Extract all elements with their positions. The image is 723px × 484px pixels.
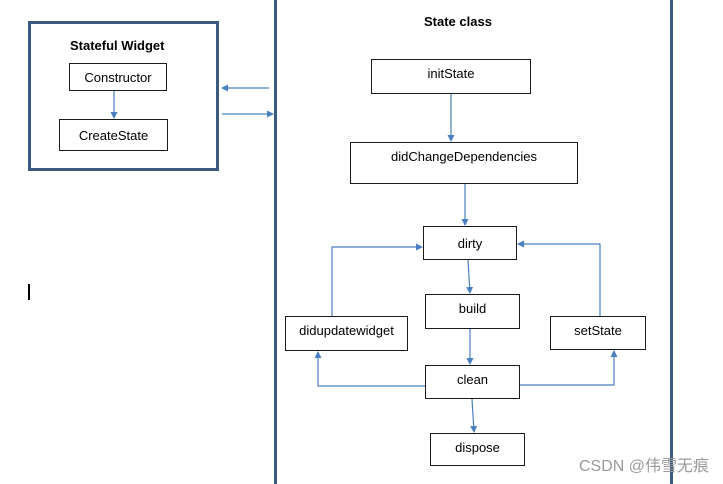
state-class-left-border [274,0,277,484]
initstate-box: initState [371,59,531,94]
arrow-clean-didupdatewidget [314,351,425,387]
arrow-clean-setstate [520,350,618,386]
arrow-clean-dispose [470,398,478,433]
clean-box: clean [425,365,520,399]
stateful-widget-panel [28,21,219,171]
createstate-box: CreateState [59,119,168,151]
state-class-title: State class [424,14,492,29]
arrow-setstate-dirty [517,240,601,316]
arrow-dirty-build [466,259,474,294]
watermark: CSDN @伟雪无痕 [578,458,709,475]
text-cursor [28,284,30,300]
constructor-box: Constructor [69,63,167,91]
stateful-widget-title: Stateful Widget [70,38,165,53]
dispose-box: dispose [430,433,525,466]
didupdatewidget-box: didupdatewidget [285,316,408,351]
arrow-didupdatewidget-dirty [331,243,423,316]
state-class-right-border [670,0,673,484]
setstate-box: setState [550,316,646,350]
didchangedependencies-box: didChangeDependencies [350,142,578,184]
build-box: build [425,294,520,329]
dirty-box: dirty [423,226,517,260]
